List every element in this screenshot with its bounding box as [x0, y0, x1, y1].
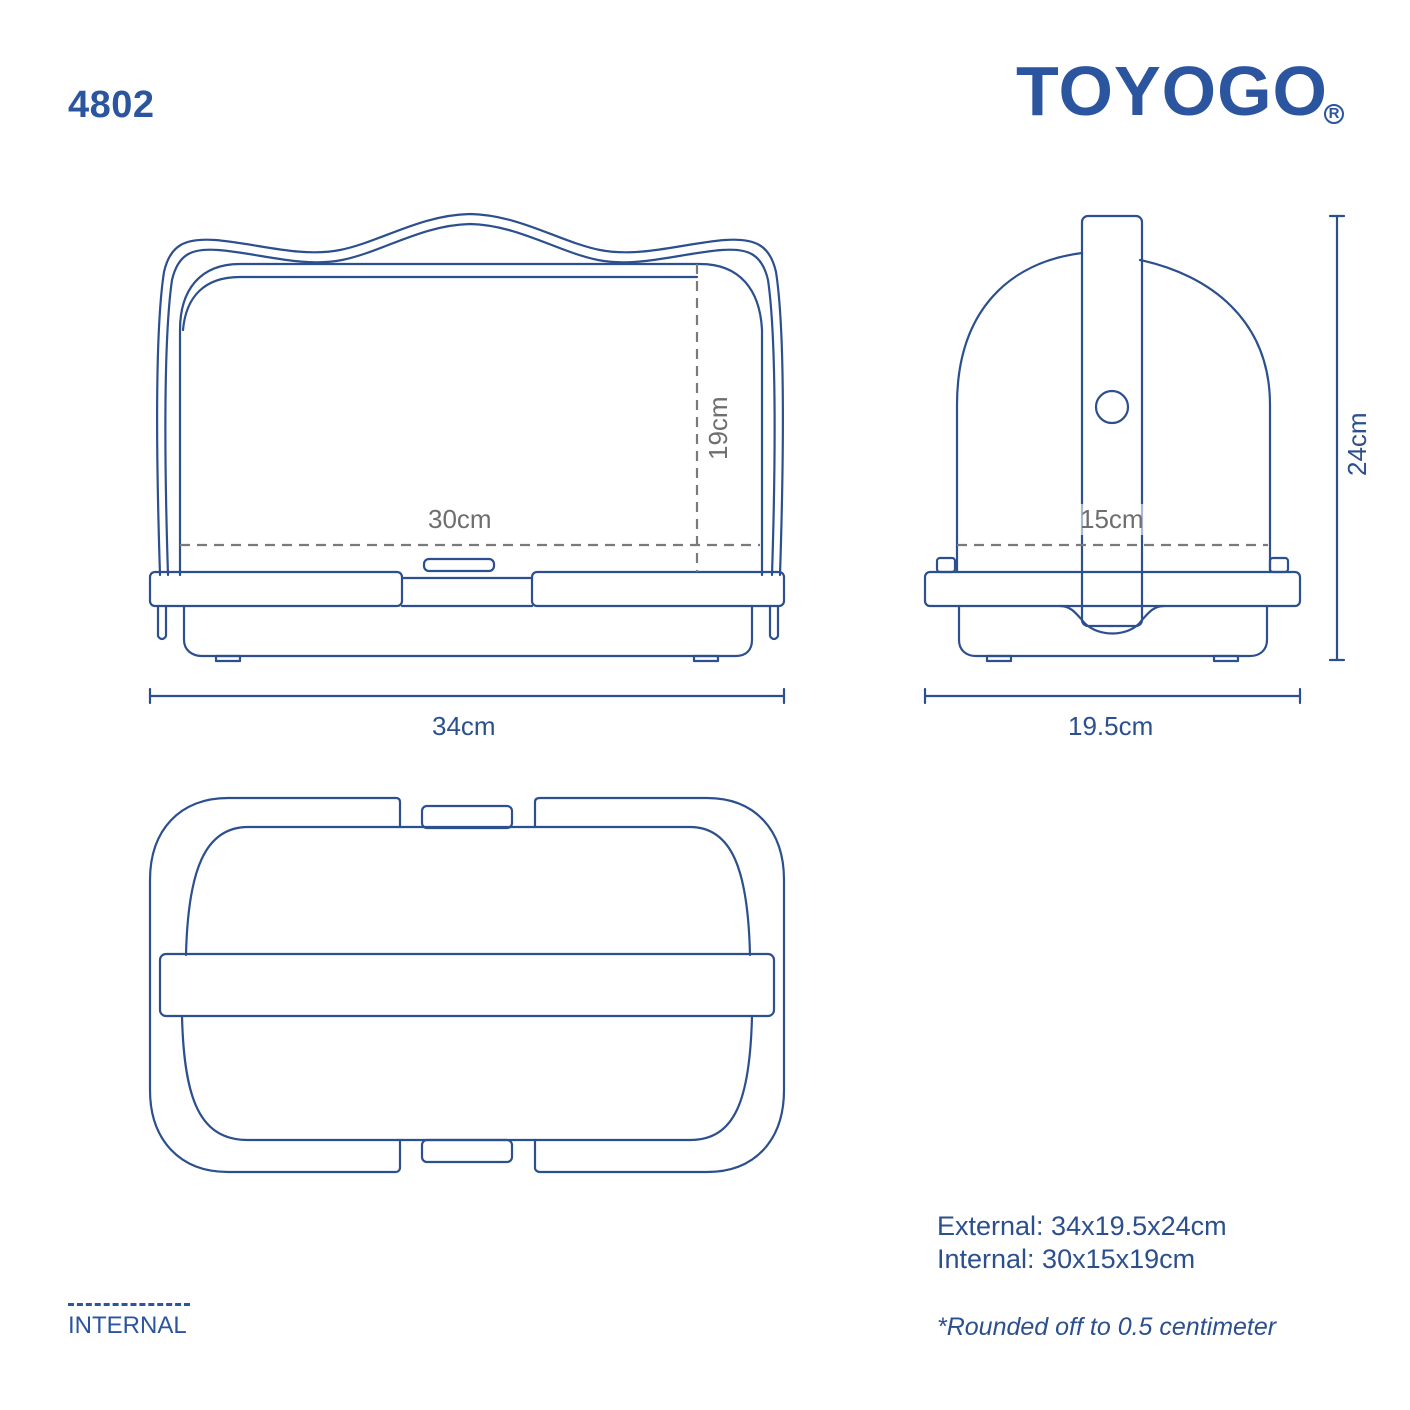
- internal-dimension-lines: [180, 264, 1268, 572]
- front-view: [148, 212, 786, 663]
- internal-legend-dash-icon: [68, 1303, 190, 1306]
- side-view: [923, 214, 1302, 663]
- registered-mark-icon: R: [1324, 104, 1344, 124]
- internal-height-label: 19cm: [703, 396, 733, 460]
- top-view: [148, 796, 786, 1174]
- brand-logo: TOYOGO: [1016, 52, 1328, 130]
- external-spec: External: 34x19.5x24cm: [937, 1211, 1227, 1241]
- internal-spec: Internal: 30x15x19cm: [937, 1244, 1196, 1274]
- height-dimension-line: [1328, 214, 1346, 662]
- rounding-note: *Rounded off to 0.5 centimeter: [937, 1313, 1277, 1341]
- external-width-label: 34cm: [432, 711, 496, 741]
- internal-depth-label: 15cm: [1080, 504, 1144, 535]
- internal-width-label: 30cm: [428, 504, 492, 534]
- depth-dimension-line: [923, 687, 1302, 705]
- model-number: 4802: [68, 84, 155, 126]
- spec-block: External: 34x19.5x24cm Internal: 30x15x1…: [937, 1210, 1227, 1276]
- internal-legend-label: INTERNAL: [68, 1312, 187, 1339]
- external-height-label: 24cm: [1342, 412, 1372, 476]
- width-dimension-line: [148, 687, 786, 705]
- external-depth-label: 19.5cm: [1068, 711, 1154, 741]
